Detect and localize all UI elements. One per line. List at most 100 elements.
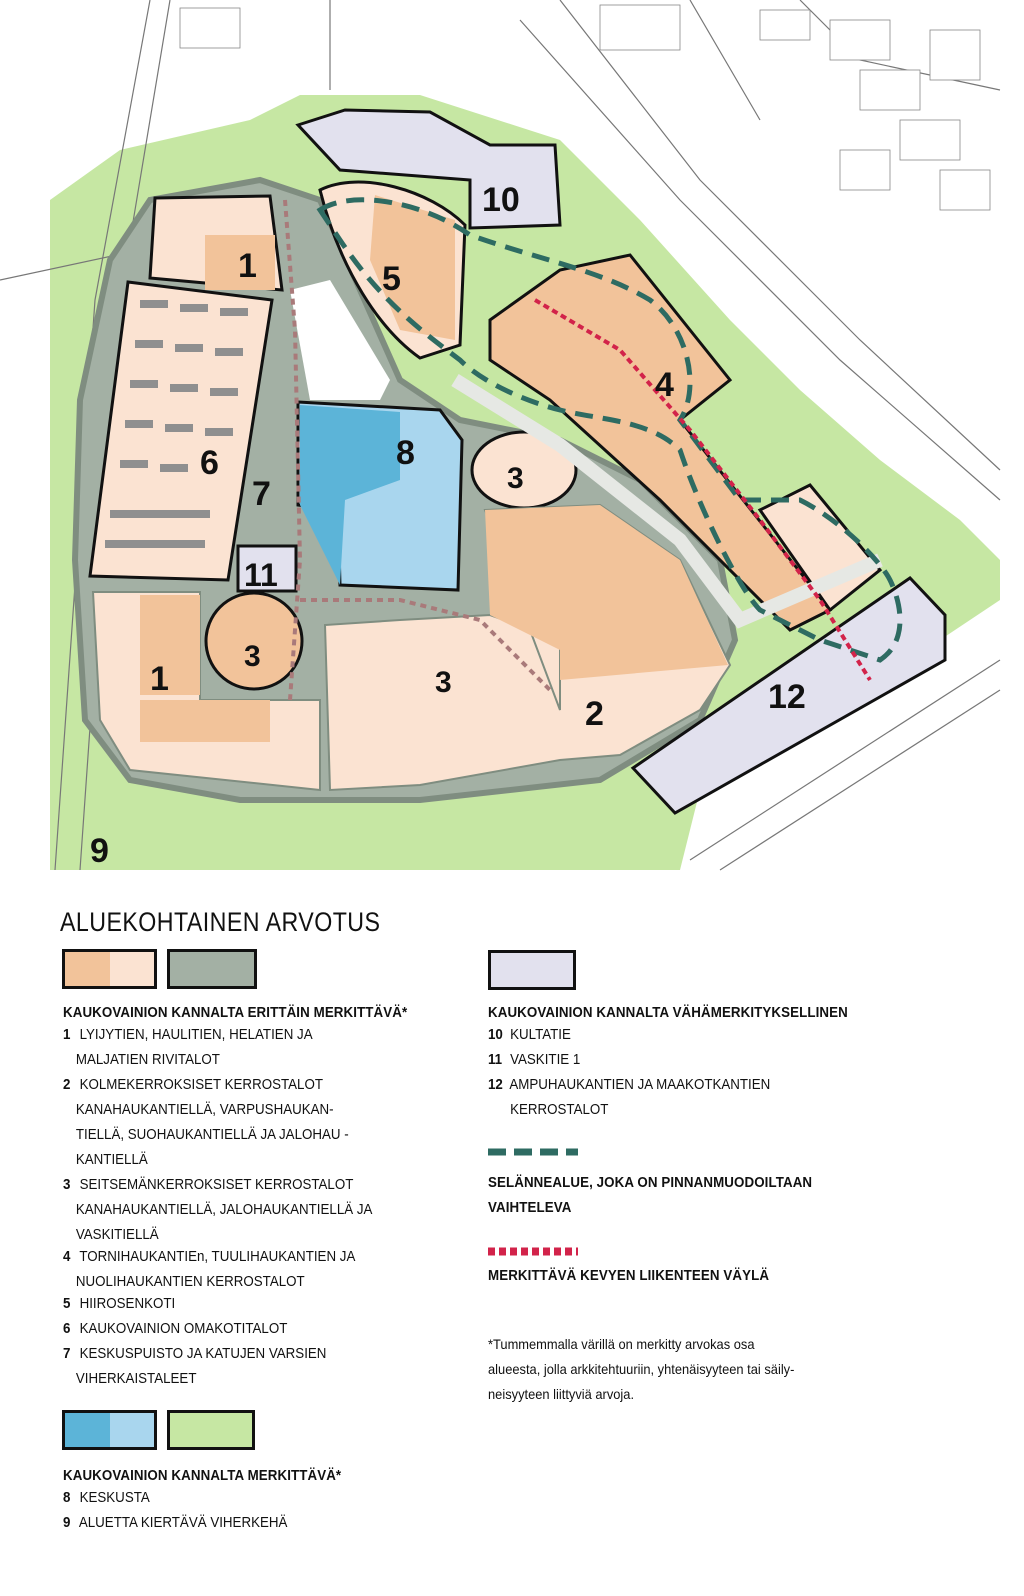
area-1-south-dark-b xyxy=(140,700,270,742)
item-10-num: 10 xyxy=(488,1027,503,1043)
swatch-orange-dark xyxy=(65,952,110,986)
item-12-line-2: KERROSTALOT xyxy=(510,1102,609,1118)
legend-item-9: 9 ALUETTA KIERTÄVÄ VIHERKEHÄ xyxy=(63,1511,287,1536)
label-area-9: 9 xyxy=(90,832,109,870)
item-7-num: 7 xyxy=(63,1346,71,1362)
item-6-line-1: KAUKOVAINION OMAKOTITALOT xyxy=(79,1321,288,1337)
item-3-num: 3 xyxy=(63,1177,71,1193)
area-3-circle-west xyxy=(204,591,304,691)
footnote-line-2: alueesta, jolla arkkitehtuuriin, yhtenäi… xyxy=(488,1361,795,1377)
area-11 xyxy=(236,544,298,593)
legend-title: ALUEKOHTAINEN ARVOTUS xyxy=(60,907,381,937)
legend-item-6: 6 KAUKOVAINION OMAKOTITALOT xyxy=(63,1317,287,1342)
legend-item-8: 8 KESKUSTA xyxy=(63,1486,150,1511)
item-2-line-2: KANAHAUKANTIELLÄ, VARPUSHAUKAN- xyxy=(75,1102,334,1118)
area-labels: 1 1 2 3 3 3 4 5 6 7 8 9 10 11 12 xyxy=(90,181,806,870)
item-10-line-1: KULTATIE xyxy=(510,1027,571,1043)
area-2-dark xyxy=(485,505,728,680)
area-1-south-dark-a xyxy=(140,595,200,695)
item-8-num: 8 xyxy=(63,1490,71,1506)
route-dot-swatch xyxy=(488,1247,578,1256)
item-9-num: 9 xyxy=(63,1515,71,1531)
item-6-num: 6 xyxy=(63,1321,71,1337)
item-12-num: 12 xyxy=(488,1077,503,1093)
swatch-blue xyxy=(62,1410,157,1450)
footnote: *Tummemmalla värillä on merkitty arvokas… xyxy=(488,1332,794,1407)
area-1-north-dark xyxy=(205,235,275,290)
legend-item-11: 11 VASKITIE 1 xyxy=(488,1048,580,1073)
label-area-7: 7 xyxy=(252,475,271,513)
ridge-line-2: VAIHTELEVA xyxy=(488,1200,572,1216)
heading-significant: KAUKOVAINION KANNALTA MERKITTÄVÄ* xyxy=(63,1468,342,1484)
route-label: MERKITTÄVÄ KEVYEN LIIKENTEEN VÄYLÄ xyxy=(488,1268,770,1284)
item-1-num: 1 xyxy=(63,1027,71,1043)
label-area-2: 2 xyxy=(585,695,604,733)
area-map: 1 1 2 3 3 3 4 5 6 7 8 9 10 11 12 xyxy=(0,0,1001,871)
swatch-blue-dark xyxy=(65,1413,110,1447)
item-3-line-2: KANAHAUKANTIELLÄ, JALOHAUKANTIELLÄ JA xyxy=(75,1202,373,1218)
area-12 xyxy=(630,576,947,815)
ridge-dash-swatch xyxy=(488,1148,578,1156)
ridge-label: SELÄNNEALUE, JOKA ON PINNANMUODOILTAAN V… xyxy=(488,1171,812,1221)
swatch-blue-light xyxy=(109,1413,154,1447)
label-area-4: 4 xyxy=(655,366,674,404)
swatch-green xyxy=(167,1410,255,1450)
item-4-num: 4 xyxy=(63,1249,71,1265)
label-area-11: 11 xyxy=(244,557,278,593)
item-1-line-1: LYIJYTIEN, HAULITIEN, HELATIEN JA xyxy=(79,1027,313,1043)
item-3-line-3: VASKITIELLÄ xyxy=(75,1227,159,1243)
central-road xyxy=(290,280,390,400)
swatch-orange-light xyxy=(109,952,154,986)
item-11-num: 11 xyxy=(488,1052,503,1068)
item-5-num: 5 xyxy=(63,1296,71,1312)
item-2-line-4: KANTIELLÄ xyxy=(75,1152,148,1168)
item-11-line-1: VASKITIE 1 xyxy=(510,1052,581,1068)
label-area-3-west: 3 xyxy=(244,640,261,673)
heading-minor: KAUKOVAINION KANNALTA VÄHÄMERKITYKSELLIN… xyxy=(488,1005,848,1021)
ring-road xyxy=(451,374,883,629)
item-12-line-1: AMPUHAUKANTIEN JA MAAKOTKANTIEN xyxy=(509,1077,771,1093)
swatch-gray-green xyxy=(167,949,257,989)
area-6-houses xyxy=(105,300,248,548)
legend-item-5: 5 HIIROSENKOTI xyxy=(63,1292,175,1317)
label-area-3-south: 3 xyxy=(435,666,452,699)
legend-item-10: 10 KULTATIE xyxy=(488,1023,571,1048)
item-4-line-2: NUOLIHAUKANTIEN KERROSTALOT xyxy=(75,1274,305,1290)
label-area-8: 8 xyxy=(396,434,415,472)
legend-item-3: 3 SEITSEMÄNKERROKSISET KERROSTALOT KANAH… xyxy=(63,1173,372,1248)
legend-item-1: 1 LYIJYTIEN, HAULITIEN, HELATIEN JA MALJ… xyxy=(63,1023,313,1073)
item-7-line-1: KESKUSPUISTO JA KATUJEN VARSIEN xyxy=(79,1346,327,1362)
item-9-line-1: ALUETTA KIERTÄVÄ VIHERKEHÄ xyxy=(78,1515,288,1531)
label-area-1-south: 1 xyxy=(150,660,169,698)
footnote-line-3: neisyyteen liittyviä arvoja. xyxy=(488,1386,635,1402)
legend: ALUEKOHTAINEN ARVOTUS KAUKOVAINION KANNA… xyxy=(0,895,1024,1596)
item-2-num: 2 xyxy=(63,1077,71,1093)
legend-item-12: 12 AMPUHAUKANTIEN JA MAAKOTKANTIEN KERRO… xyxy=(488,1073,770,1123)
label-area-3-north: 3 xyxy=(507,462,524,495)
area-8-dark xyxy=(300,405,400,585)
swatch-orange xyxy=(62,949,157,989)
label-area-5: 5 xyxy=(382,260,401,298)
legend-item-4: 4 TORNIHAUKANTIEn, TUULIHAUKANTIEN JA NU… xyxy=(63,1245,355,1295)
area-10 xyxy=(295,108,562,230)
ridge-line xyxy=(316,197,903,663)
item-2-line-1: KOLMEKERROKSISET KERROSTALOT xyxy=(79,1077,323,1093)
pedestrian-route xyxy=(533,298,872,682)
item-4-line-1: TORNIHAUKANTIEn, TUULIHAUKANTIEN JA xyxy=(79,1249,356,1265)
heading-very-significant: KAUKOVAINION KANNALTA ERITTÄIN MERKITTÄV… xyxy=(63,1005,408,1021)
item-1-line-2: MALJATIEN RIVITALOT xyxy=(75,1052,220,1068)
legend-item-2: 2 KOLMEKERROKSISET KERROSTALOT KANAHAUKA… xyxy=(63,1073,349,1173)
item-2-line-3: TIELLÄ, SUOHAUKANTIELLÄ JA JALOHAU - xyxy=(75,1127,349,1143)
pedestrian-route-park xyxy=(283,199,552,701)
footnote-line-1: *Tummemmalla värillä on merkitty arvokas… xyxy=(488,1336,755,1352)
item-5-line-1: HIIROSENKOTI xyxy=(79,1296,176,1312)
label-area-12: 12 xyxy=(768,678,806,716)
label-area-6: 6 xyxy=(200,444,219,482)
ridge-line-1: SELÄNNEALUE, JOKA ON PINNANMUODOILTAAN xyxy=(488,1175,813,1191)
label-area-10: 10 xyxy=(482,181,520,219)
legend-item-7: 7 KESKUSPUISTO JA KATUJEN VARSIEN VIHERK… xyxy=(63,1342,326,1392)
item-7-line-2: VIHERKAISTALEET xyxy=(75,1371,197,1387)
background-buildings xyxy=(179,4,991,211)
label-area-1-north: 1 xyxy=(238,247,257,285)
swatch-lavender xyxy=(488,950,576,990)
